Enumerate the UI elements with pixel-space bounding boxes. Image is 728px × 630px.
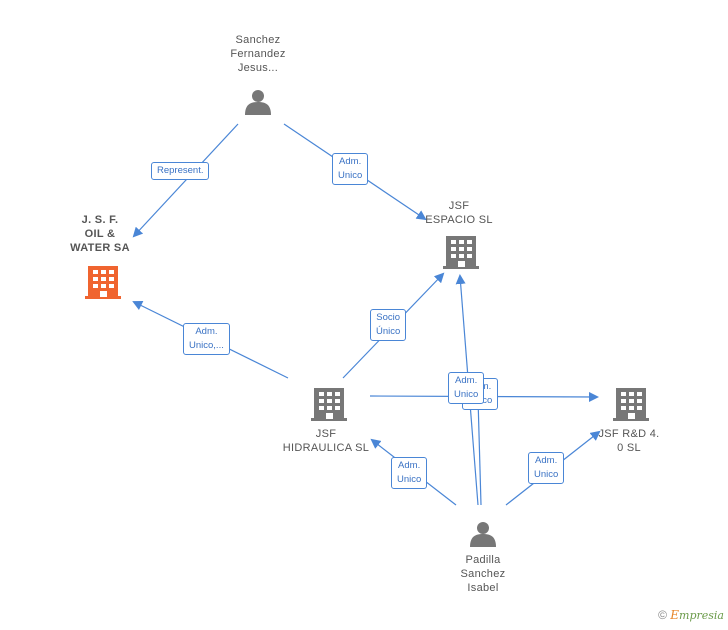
relation-label-adm-unico-hidraulica[interactable]: Adm. Unico [391, 457, 428, 489]
relation-label-line: Unico [534, 469, 559, 480]
relation-label-represent[interactable]: Represent. [151, 162, 210, 180]
relation-label-line: Unico,... [189, 340, 224, 351]
node-label-line: ESPACIO SL [425, 214, 493, 226]
relation-label-line: Adm. [339, 156, 362, 167]
node-label-line: Sanchez [460, 568, 506, 580]
relation-label-line: Unico [338, 170, 363, 181]
node-label-jsf-hidraulica[interactable]: JSF HIDRAULICA SL [271, 427, 381, 455]
relation-label-line: Único [376, 326, 401, 337]
relation-label-line: Unico [454, 389, 479, 400]
empresia-watermark: © Empresia [658, 608, 724, 622]
person-icon-sanchez[interactable] [245, 90, 271, 115]
node-label-line: J. S. F. [81, 214, 119, 226]
node-label-line: Isabel [467, 582, 499, 594]
node-label-padilla[interactable]: Padilla Sanchez Isabel [433, 553, 533, 595]
brand-name: mpresia [679, 609, 724, 622]
copyright-symbol: © [658, 608, 667, 622]
building-icon-jsf-oil[interactable] [85, 266, 121, 299]
node-label-line: JSF [315, 428, 337, 440]
relation-label-line: Adm. [195, 326, 218, 337]
building-icon-jsf-hidraulica[interactable] [311, 388, 347, 421]
relation-label-line: Socio [376, 312, 401, 323]
node-label-line: WATER SA [70, 242, 130, 254]
edge-sanchez-oil [132, 123, 239, 238]
node-label-line: Jesus... [237, 62, 279, 74]
node-label-jsf-oil[interactable]: J. S. F. OIL & WATER SA [55, 213, 145, 255]
node-label-line: Sanchez [235, 34, 281, 46]
node-label-line: 0 SL [617, 442, 641, 454]
relation-label-adm-unico-center[interactable]: Adm. Unico [448, 372, 485, 404]
edge-padilla-center [477, 397, 482, 506]
node-label-line: OIL & [84, 228, 116, 240]
relation-label-adm-unico-rd[interactable]: Adm. Unico [528, 452, 565, 484]
node-label-line: Padilla [465, 554, 501, 566]
relation-label-line: Adm. [455, 375, 478, 386]
node-label-line: HIDRAULICA SL [282, 442, 370, 454]
building-icon-jsf-espacio[interactable] [443, 236, 479, 269]
building-icon-jsf-rd[interactable] [613, 388, 649, 421]
person-icon-padilla[interactable] [470, 522, 496, 547]
node-label-jsf-espacio[interactable]: JSF ESPACIO SL [409, 199, 509, 227]
relation-label-socio-unico[interactable]: Socio Único [370, 309, 407, 341]
node-label-jsf-rd[interactable]: JSF R&D 4. 0 SL [589, 427, 669, 455]
relation-label-adm-unico-oil[interactable]: Adm. Unico,... [183, 323, 230, 355]
relation-label-line: Adm. [398, 460, 421, 471]
node-label-line: JSF [448, 200, 470, 212]
node-label-line: JSF R&D 4. [598, 428, 660, 440]
brand-initial: E [670, 608, 680, 622]
node-label-line: Fernandez [230, 48, 286, 60]
relation-label-line: Represent. [157, 165, 204, 176]
node-label-sanchez[interactable]: Sanchez Fernandez Jesus... [208, 33, 308, 75]
relation-label-adm-unico-espacio[interactable]: Adm. Unico [332, 153, 369, 185]
relation-label-line: Adm. [535, 455, 558, 466]
relation-label-line: Unico [397, 474, 422, 485]
